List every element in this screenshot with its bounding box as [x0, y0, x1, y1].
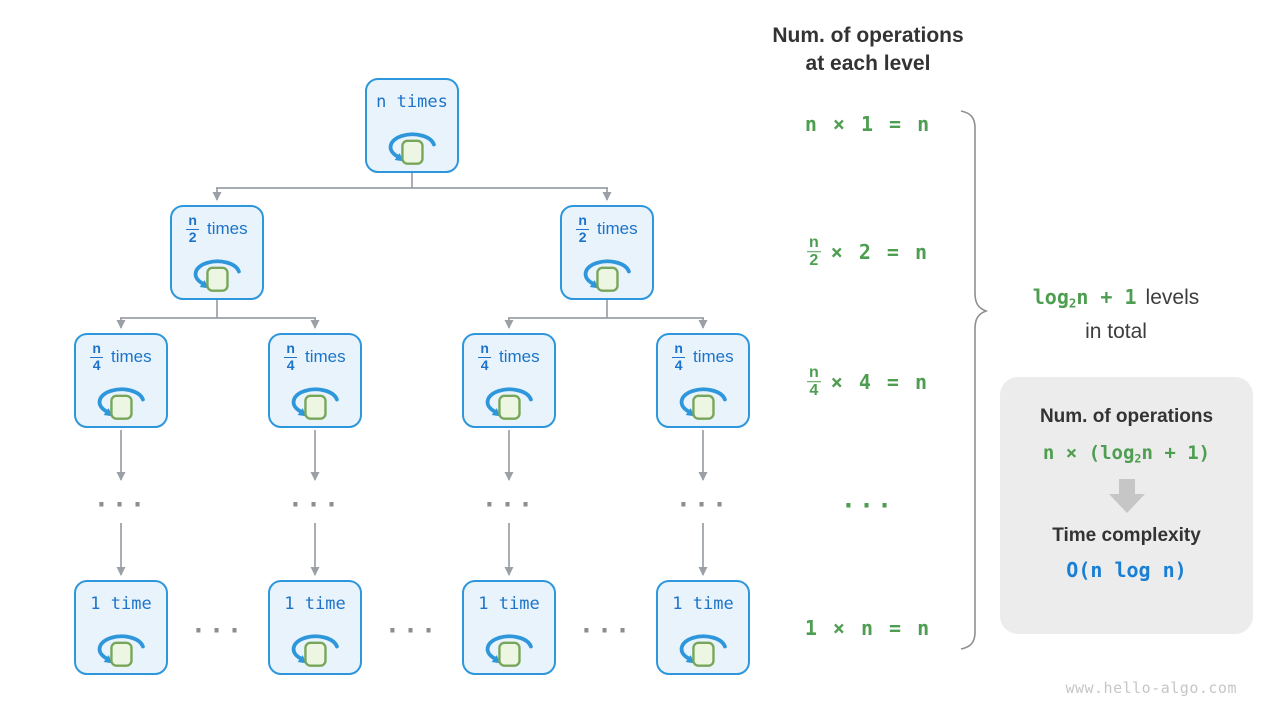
loop-icon — [583, 259, 631, 292]
loop-icon — [193, 259, 241, 292]
summary-title-operations: Num. of operations — [1039, 406, 1214, 427]
equation-level-1: n × 1 = n — [804, 112, 932, 136]
summary-title-complexity: Time complexity — [1052, 525, 1201, 547]
fraction: n 2 — [576, 212, 589, 245]
node-label: 1 time — [478, 594, 540, 614]
levels-total-line2: in total — [1085, 320, 1147, 344]
equation-level-3: n 4 × 4 = n — [806, 364, 930, 400]
column-header-line2: at each level — [805, 52, 931, 75]
tree-node-l3-3: n 4 times — [462, 333, 556, 428]
equation-ellipsis: ... — [840, 484, 896, 514]
watermark: www.hello-algo.com — [1065, 679, 1237, 697]
fraction: n 4 — [90, 340, 103, 373]
fraction: n 2 — [806, 234, 821, 270]
tree-node-l3-1: n 4 times — [74, 333, 168, 428]
loop-icon — [291, 387, 339, 420]
down-arrow-icon — [1000, 479, 1253, 515]
ellipsis: ... — [481, 483, 537, 513]
log-formula: log2n + 1 — [1032, 285, 1137, 311]
node-label-text: n times — [376, 92, 448, 112]
tree-node-root: n times — [365, 78, 459, 173]
column-header: Num. of operations at each level — [756, 22, 980, 78]
tree-node-l3-4: n 4 times — [656, 333, 750, 428]
fraction: n 4 — [806, 364, 821, 400]
node-label: n 4 times — [90, 340, 152, 373]
loop-icon — [291, 634, 339, 667]
tree-node-bottom-3: 1 time — [462, 580, 556, 675]
node-label: n 2 times — [576, 212, 638, 245]
fraction: n 4 — [672, 340, 685, 373]
loop-icon — [679, 387, 727, 420]
fraction: n 4 — [284, 340, 297, 373]
loop-icon — [485, 387, 533, 420]
tree-node-bottom-1: 1 time — [74, 580, 168, 675]
node-label: n 4 times — [672, 340, 734, 373]
ellipsis: ... — [93, 483, 149, 513]
operations-formula: n × (log2n + 1) — [1042, 442, 1211, 466]
tree-node-bottom-4: 1 time — [656, 580, 750, 675]
ellipsis: ... — [384, 609, 440, 639]
node-label: 1 time — [90, 594, 152, 614]
ellipsis: ... — [190, 609, 246, 639]
loop-icon — [97, 634, 145, 667]
tree-node-l2-left: n 2 times — [170, 205, 264, 300]
brace — [960, 110, 989, 650]
loop-icon — [679, 634, 727, 667]
equation-level-last: 1 × n = n — [804, 616, 932, 640]
node-label: 1 time — [284, 594, 346, 614]
loop-icon — [388, 132, 436, 165]
node-label: n 2 times — [186, 212, 248, 245]
tree-node-bottom-2: 1 time — [268, 580, 362, 675]
ellipsis: ... — [675, 483, 731, 513]
tree-node-l2-right: n 2 times — [560, 205, 654, 300]
node-label: n 4 times — [478, 340, 540, 373]
tree-node-l3-2: n 4 times — [268, 333, 362, 428]
fraction: n 4 — [478, 340, 491, 373]
node-label: 1 time — [672, 594, 734, 614]
loop-icon — [97, 387, 145, 420]
fraction: n 2 — [186, 212, 199, 245]
node-label: n times — [376, 87, 448, 117]
column-header-line1: Num. of operations — [772, 24, 964, 47]
node-label: n 4 times — [284, 340, 346, 373]
ellipsis: ... — [578, 609, 634, 639]
equation-level-2: n 2 × 2 = n — [806, 234, 930, 270]
summary-box: Num. of operations n × (log2n + 1) Time … — [1000, 377, 1253, 634]
loop-icon — [485, 634, 533, 667]
ellipsis: ... — [287, 483, 343, 513]
complexity-formula: O(n log n) — [1066, 558, 1187, 583]
